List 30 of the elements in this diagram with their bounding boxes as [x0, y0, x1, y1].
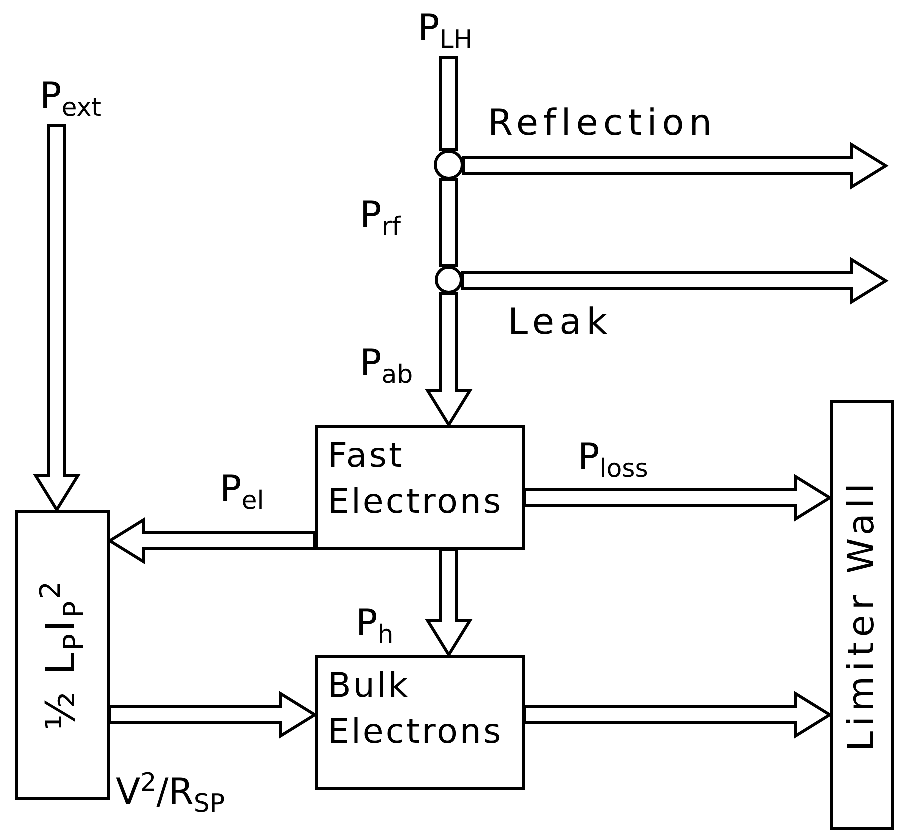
- edge-label: P$_{loss}$: [578, 440, 648, 482]
- process-box: [15, 510, 110, 800]
- edge-label: P$_{h}$: [356, 606, 394, 648]
- hollow-arrow: [524, 474, 833, 522]
- edge-label: P$_{ab}$: [360, 346, 414, 388]
- process-box: [830, 400, 894, 830]
- hollow-arrow: [440, 56, 458, 152]
- hollow-arrow: [440, 178, 458, 268]
- edge-label: V$^{2}$/R$_{SP}$: [116, 770, 226, 816]
- hollow-arrow: [425, 548, 473, 658]
- hollow-arrow: [33, 124, 81, 513]
- junction-circle: [434, 150, 464, 180]
- hollow-arrow: [107, 517, 316, 565]
- hollow-arrow: [425, 292, 473, 428]
- edge-label: Reflection: [488, 106, 718, 142]
- box-label: Bulk Electrons: [328, 665, 504, 754]
- power-label: P$_{ext}$: [40, 76, 144, 126]
- box-label: Limiter Wall: [841, 478, 883, 752]
- process-box: [315, 655, 525, 790]
- hollow-arrow: [462, 142, 889, 190]
- edge-label: Leak: [508, 305, 612, 341]
- hollow-arrow: [524, 691, 833, 739]
- edge-label: P$_{rf}$: [360, 198, 401, 240]
- junction-circle: [435, 266, 463, 294]
- edge-label: P$_{el}$: [220, 472, 264, 514]
- process-box: [315, 425, 525, 550]
- power-label: P$_{LH}$: [418, 8, 502, 58]
- hollow-arrow: [462, 257, 889, 305]
- box-label: Fast Electrons: [328, 435, 504, 524]
- hollow-arrow: [108, 691, 318, 739]
